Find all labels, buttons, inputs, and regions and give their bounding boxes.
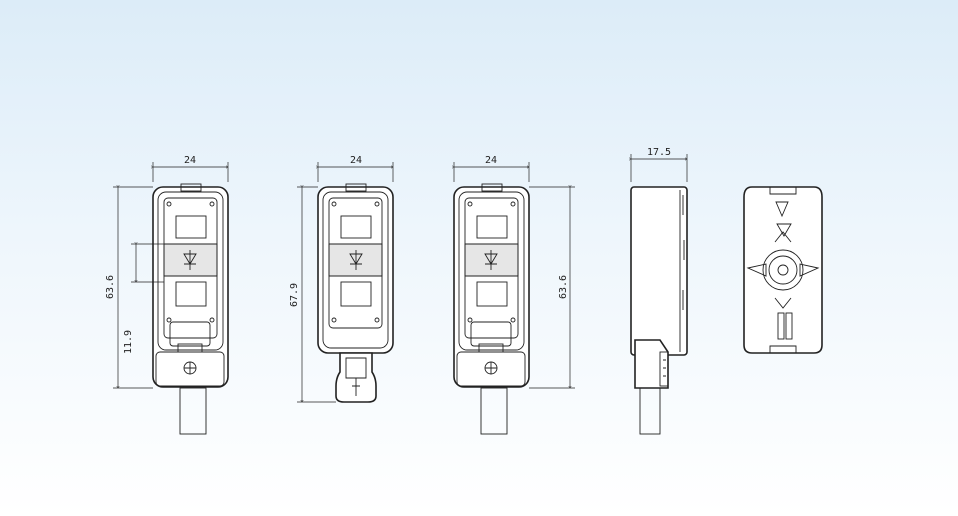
warning-triangle-icon [775, 201, 789, 218]
front-view-3 [453, 183, 530, 435]
width-label: 24 [184, 155, 196, 166]
cable [179, 387, 207, 435]
front-view-2 [317, 183, 394, 403]
side-view-dimensions: 17.5 [631, 147, 687, 182]
back-view [743, 186, 823, 354]
side-view [630, 186, 688, 435]
front-view-1 [152, 183, 229, 435]
cable [480, 387, 508, 435]
warning-triangle-icon [776, 223, 792, 237]
depth-label: 17.5 [647, 147, 671, 158]
front-view-2-dimensions: 24 67.9 [289, 155, 393, 402]
front-view-3-dimensions: 24 63.6 [454, 155, 575, 388]
front-view-1-dimensions: 24 63.6 11.9 [105, 155, 228, 388]
height-label: 63.6 [558, 275, 569, 299]
height-label: 63.6 [105, 275, 116, 299]
width-label: 24 [350, 155, 362, 166]
cable [639, 387, 661, 435]
inner-label: 11.9 [123, 330, 134, 354]
width-label: 24 [485, 155, 497, 166]
height-label: 67.9 [289, 283, 300, 307]
